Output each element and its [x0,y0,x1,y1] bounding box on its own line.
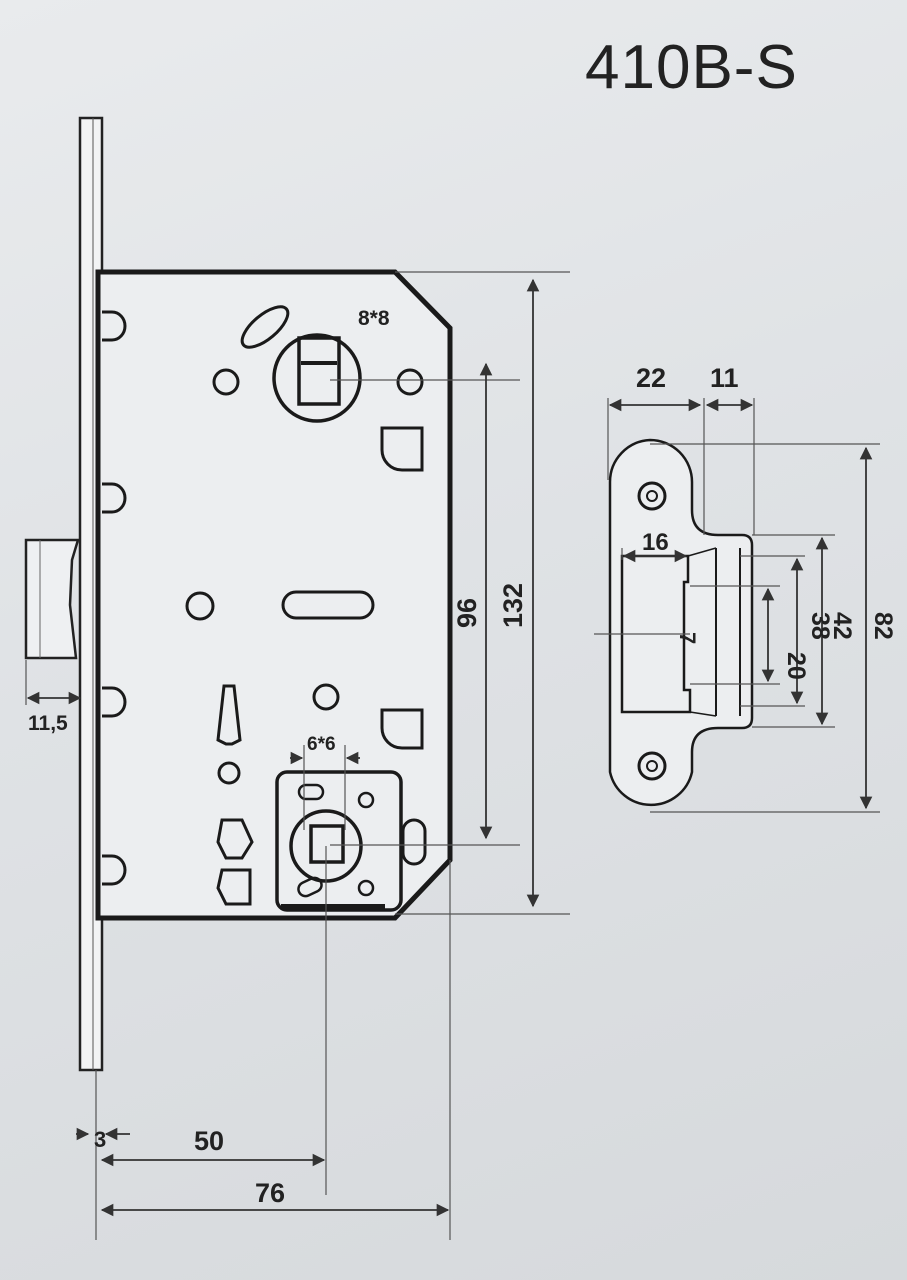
spindle-top-label: 8*8 [358,307,390,330]
center-distance-label: 96 [452,598,482,628]
strike-extension-lines [594,398,880,813]
strike-width-c-label: 16 [642,529,669,556]
strike-opening-42-label: 42 [828,612,856,640]
strike-opening-20-label: 20 [782,652,810,680]
body-depth-label: 76 [255,1178,285,1208]
latch-bolt [24,538,80,660]
faceplate-thickness-label: 3 [94,1127,106,1152]
strike-width-a-label: 22 [636,363,666,393]
bottom-spindle-hub [275,770,427,912]
model-title: 410B-S [585,33,798,102]
dimension-lines [26,278,540,1217]
strike-dimension-lines [608,398,873,810]
extension-lines [25,271,570,1240]
top-spindle-hub [212,305,424,423]
latch-projection-label: 11,5 [28,712,68,735]
strike-width-b-label: 11 [710,363,739,393]
strike-plate-height-label: 82 [869,612,897,640]
strike-plate [608,438,754,807]
lock-dimension-labels: 8*8 6*6 11,5 3 50 76 96 132 [28,307,528,1208]
strike-dimension-labels: 22 11 16 7 20 38 42 82 [636,363,897,680]
faceplate-tabs [102,310,127,886]
backset-label: 50 [194,1126,224,1156]
strike-mark-label: 7 [675,632,700,644]
spindle-bottom-label: 6*6 [307,734,336,755]
body-cutouts [185,426,424,906]
body-height-label: 132 [498,583,528,628]
strike-opening-38-label: 38 [806,612,834,640]
